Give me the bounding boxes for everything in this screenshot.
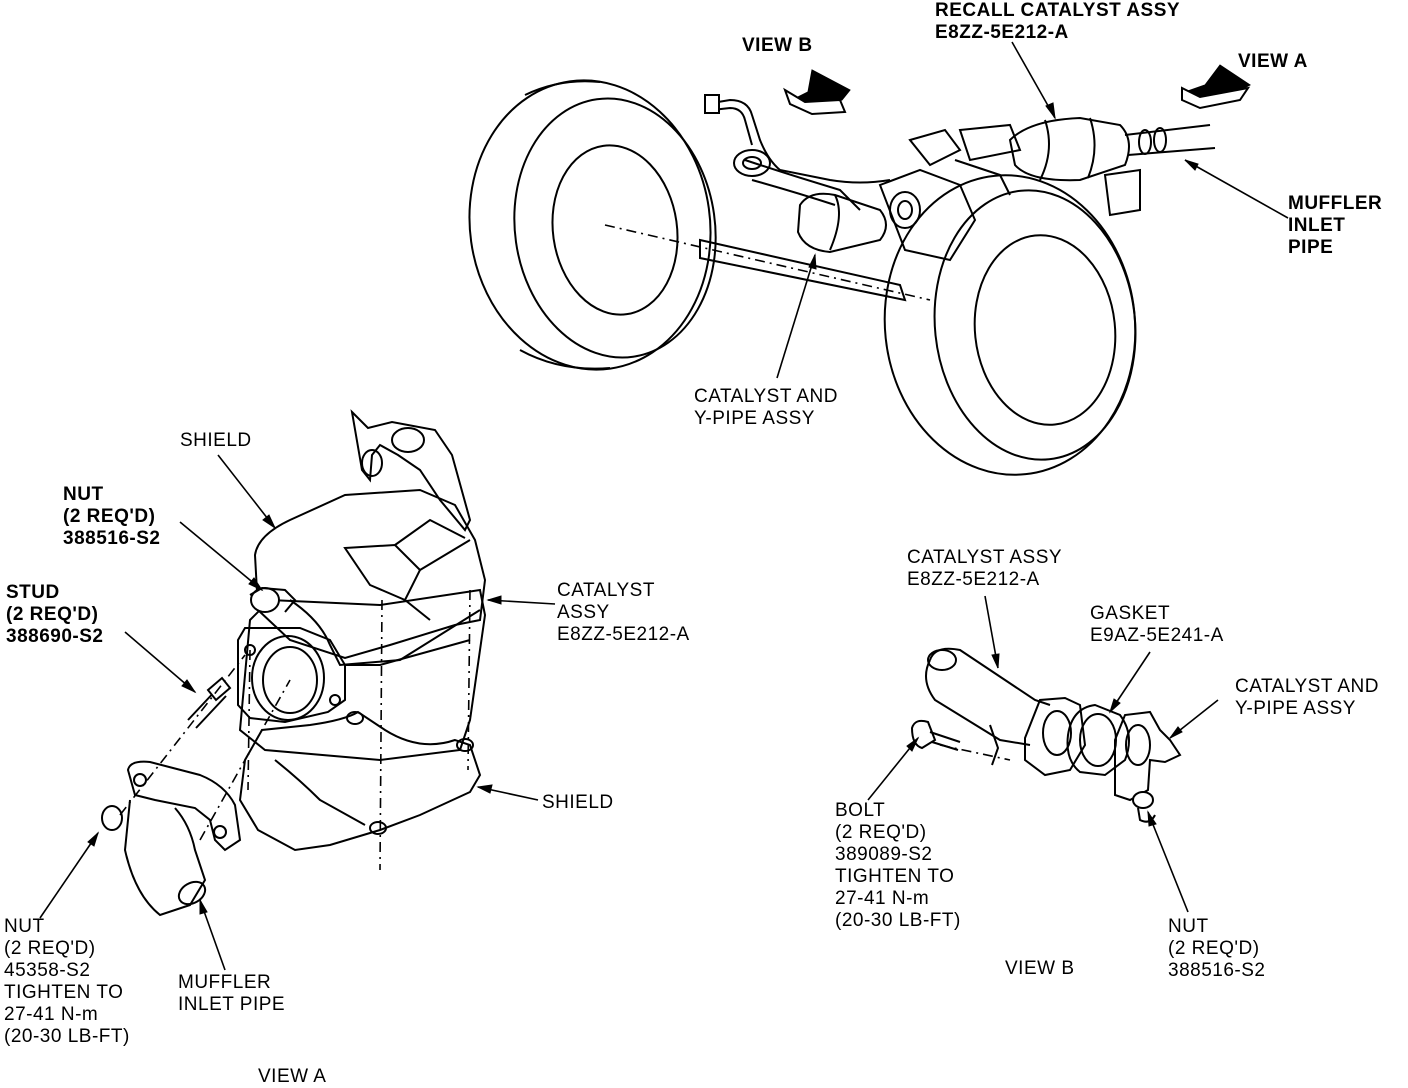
bolt-label: BOLT (2 REQ'D) 389089-S2 TIGHTEN TO 27-4… (835, 800, 961, 931)
catalyst-y-pipe-top-label: CATALYST AND Y-PIPE ASSY (694, 386, 838, 429)
view-b-arrow-icon (783, 69, 851, 116)
axle-assembly-illustration (468, 79, 1216, 476)
view-b-illustration (910, 647, 1182, 823)
right-tire (883, 174, 1137, 476)
nut-view-a-bottom-label: NUT (2 REQ'D) 45358-S2 TIGHTEN TO 27-41 … (4, 916, 130, 1047)
recall-catalyst-label: RECALL CATALYST ASSY E8ZZ-5E212-A (935, 0, 1181, 43)
view-b-top-label: VIEW B (742, 35, 813, 56)
leader-lines-top (776, 41, 1289, 379)
view-a-caption: VIEW A (258, 1066, 327, 1087)
view-a-top-label: VIEW A (1238, 51, 1308, 72)
view-a-illustration (101, 409, 487, 917)
nut-view-a-label: NUT (2 REQ'D) 388516-S2 (63, 484, 161, 549)
shield-bottom-label: SHIELD (542, 792, 614, 813)
gasket-label: GASKET E9AZ-5E241-A (1090, 603, 1224, 646)
leader-lines-view-b (867, 595, 1219, 913)
muffler-inlet-pipe-top-label: MUFFLER INLET PIPE (1288, 193, 1383, 258)
shield-top-label: SHIELD (180, 430, 252, 451)
catalyst-y-pipe-view-b-label: CATALYST AND Y-PIPE ASSY (1235, 676, 1379, 719)
leader-lines-view-a (39, 454, 556, 971)
nut-view-b-label: NUT (2 REQ'D) 388516-S2 (1168, 916, 1266, 981)
stud-label: STUD (2 REQ'D) 388690-S2 (6, 582, 104, 647)
catalyst-assy-view-b-label: CATALYST ASSY E8ZZ-5E212-A (907, 547, 1063, 590)
view-a-arrow-icon (1181, 64, 1251, 110)
view-b-caption: VIEW B (1005, 958, 1075, 979)
catalyst-assy-view-a-label: CATALYST ASSY E8ZZ-5E212-A (557, 580, 690, 645)
left-tire (468, 79, 717, 371)
muffler-inlet-pipe-view-a-label: MUFFLER INLET PIPE (178, 972, 286, 1015)
